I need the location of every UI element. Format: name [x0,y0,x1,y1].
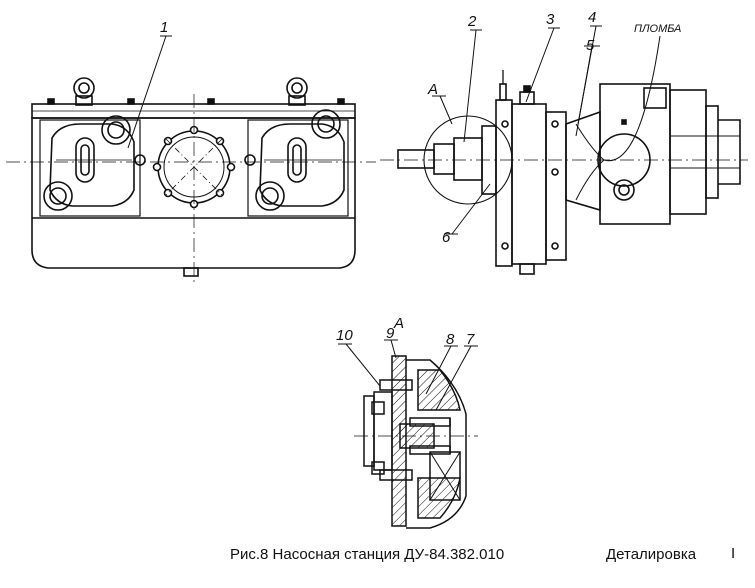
figure-caption: Рис.8 Насосная станция ДУ-84.382.010 [230,546,505,563]
callout-1: 1 [160,19,168,36]
front-view [6,77,376,286]
callout-9: 9 [386,325,395,342]
side-view [380,35,748,275]
callout-5: 5 [586,37,595,54]
view-label-a-detail: A [393,315,404,332]
callout-10: 10 [336,327,353,344]
callout-3: 3 [546,11,555,28]
right-lifting-eye [286,77,308,106]
side-leaders [432,25,602,235]
leader-1 [127,35,172,149]
left-lifting-eye [73,77,95,106]
callout-4: 4 [588,9,596,26]
callout-7: 7 [466,331,475,348]
seal-label: ПЛОМБА [634,23,681,35]
sheet-label: Деталировка [606,546,697,563]
left-pump-unit [43,115,146,211]
sheet-number: I [731,545,736,562]
callout-2: 2 [467,13,477,30]
view-label-a-top: A [427,81,438,98]
callout-6: 6 [442,229,451,246]
detail-leaders [338,339,478,411]
detail-a-view [354,355,478,529]
callout-8: 8 [446,331,455,348]
right-pump-unit [244,109,345,211]
